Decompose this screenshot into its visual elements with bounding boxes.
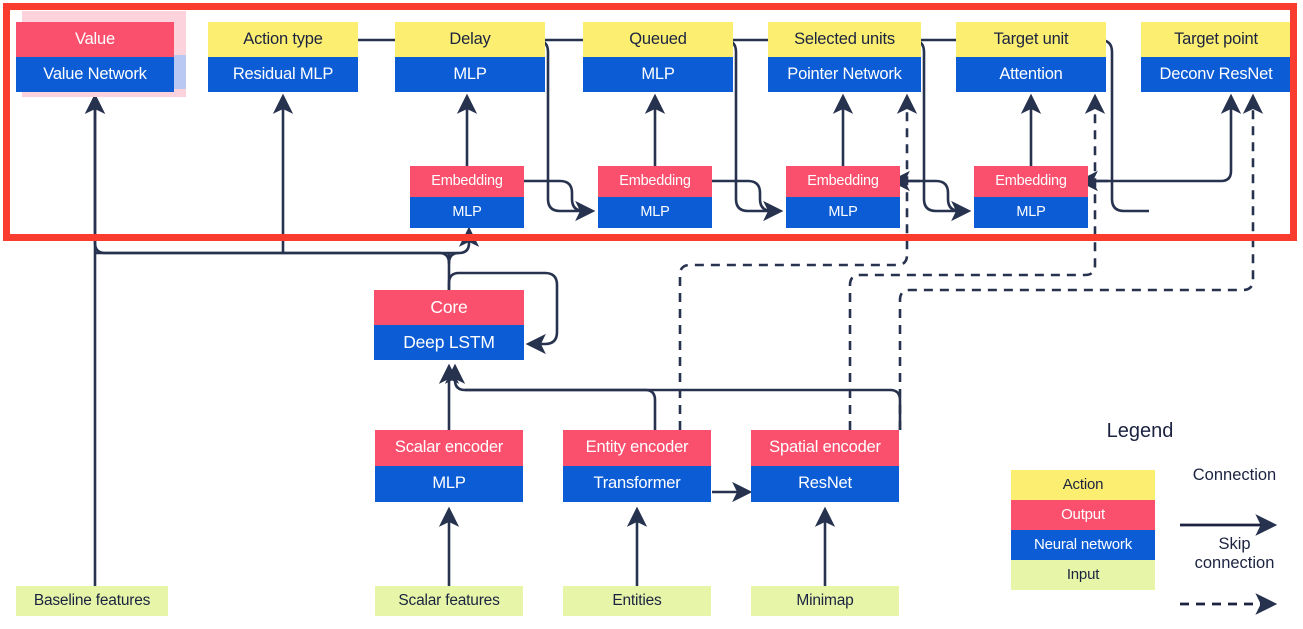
node-value[interactable]: Value Value Network (16, 22, 174, 92)
legend-skip-label-line2: connection (1194, 553, 1275, 572)
node-selected-units-network: Pointer Network (768, 57, 921, 92)
legend-skip-label-line1: Skip (1218, 534, 1251, 553)
node-queued-action: Queued (583, 22, 733, 57)
node-entity-encoder-output: Entity encoder (563, 430, 711, 466)
legend-connection-label: Connection (1192, 466, 1277, 484)
wire-embedding2-right-to-embedding3 (712, 179, 774, 213)
legend-title: Legend (1106, 420, 1174, 442)
node-embedding-3-network: MLP (786, 197, 900, 228)
wire-core-bus-to-first-embedding (447, 251, 460, 265)
node-delay-network: MLP (395, 57, 545, 92)
node-selected-units[interactable]: Selected units Pointer Network (768, 22, 921, 92)
node-embedding-1-output: Embedding (410, 166, 524, 197)
node-queued-network: MLP (583, 57, 733, 92)
node-embedding-3[interactable]: Embedding MLP (786, 166, 900, 228)
wire-core-out-up (84, 93, 451, 292)
legend-swatch-action: Action (1011, 470, 1155, 500)
node-input-entities[interactable]: Entities (563, 586, 711, 616)
node-input-minimap[interactable]: Minimap (751, 586, 899, 616)
skip-spatial-encoder-to-deconv-resnet (898, 93, 1264, 430)
legend-swatch-neural-network: Neural network (1011, 530, 1155, 560)
wire-embedding1-right-to-embedding2 (524, 179, 586, 213)
node-embedding-1[interactable]: Embedding MLP (410, 166, 524, 228)
legend-swatches: Action Output Neural network Input (1011, 470, 1155, 590)
node-embedding-4-output: Embedding (974, 166, 1088, 197)
legend-swatch-input: Input (1011, 560, 1155, 590)
node-input-baseline-features-label: Baseline features (16, 586, 168, 616)
node-value-action: Value (16, 22, 174, 57)
node-target-unit-network: Attention (956, 57, 1106, 92)
node-spatial-encoder-network: ResNet (751, 466, 899, 502)
wire-entity-encoder-to-core-bus (444, 363, 657, 430)
node-target-unit[interactable]: Target unit Attention (956, 22, 1106, 92)
wire-embedding4-to-target-point (1088, 93, 1242, 183)
node-selected-units-action: Selected units (768, 22, 921, 57)
node-spatial-encoder-output: Spatial encoder (751, 430, 899, 466)
node-embedding-2-network: MLP (598, 197, 712, 228)
node-entity-encoder-network: Transformer (563, 466, 711, 502)
skip-spatial-encoder-to-attention (848, 93, 1106, 430)
node-scalar-encoder-network: MLP (375, 466, 523, 502)
wire-spatial-encoder-to-core-bus (465, 388, 902, 430)
node-embedding-2-output: Embedding (598, 166, 712, 197)
node-input-scalar-features[interactable]: Scalar features (375, 586, 523, 616)
node-core[interactable]: Core Deep LSTM (374, 290, 524, 360)
node-input-entities-label: Entities (563, 586, 711, 616)
node-target-point[interactable]: Target point Deconv ResNet (1141, 22, 1291, 92)
wire-core-bus-right (95, 226, 480, 255)
node-queued[interactable]: Queued MLP (583, 22, 733, 92)
node-core-output: Core (374, 290, 524, 325)
node-embedding-3-output: Embedding (786, 166, 900, 197)
node-embedding-4-network: MLP (974, 197, 1088, 228)
node-embedding-1-network: MLP (410, 197, 524, 228)
node-embedding-2[interactable]: Embedding MLP (598, 166, 712, 228)
node-entity-encoder[interactable]: Entity encoder Transformer (563, 430, 711, 502)
legend-entry-connection: Connection (1172, 466, 1297, 507)
node-action-type-action: Action type (208, 22, 358, 57)
node-target-point-action: Target point (1141, 22, 1291, 57)
node-core-network: Deep LSTM (374, 325, 524, 360)
legend-line-keys: Connection Skip connection (1172, 466, 1297, 603)
node-action-type[interactable]: Action type Residual MLP (208, 22, 358, 92)
node-input-scalar-features-label: Scalar features (375, 586, 523, 616)
legend-entry-skip-connection: Skip connection (1172, 535, 1297, 595)
node-action-type-network: Residual MLP (208, 57, 358, 92)
skip-entity-encoder-to-pointer-network (678, 93, 918, 430)
node-target-unit-action: Target unit (956, 22, 1106, 57)
node-delay[interactable]: Delay MLP (395, 22, 545, 92)
wire-embedding3-right-to-embedding4 (900, 179, 962, 213)
legend-skip-art (1172, 573, 1297, 595)
legend-swatch-output: Output (1011, 500, 1155, 530)
legend-connection-art (1172, 485, 1297, 507)
node-spatial-encoder[interactable]: Spatial encoder ResNet (751, 430, 899, 502)
node-value-network: Value Network (16, 57, 174, 92)
node-delay-action: Delay (395, 22, 545, 57)
node-target-point-network: Deconv ResNet (1141, 57, 1291, 92)
node-scalar-encoder-output: Scalar encoder (375, 430, 523, 466)
node-embedding-4[interactable]: Embedding MLP (974, 166, 1088, 228)
node-input-minimap-label: Minimap (751, 586, 899, 616)
node-input-baseline-features[interactable]: Baseline features (16, 586, 168, 616)
node-scalar-encoder[interactable]: Scalar encoder MLP (375, 430, 523, 502)
